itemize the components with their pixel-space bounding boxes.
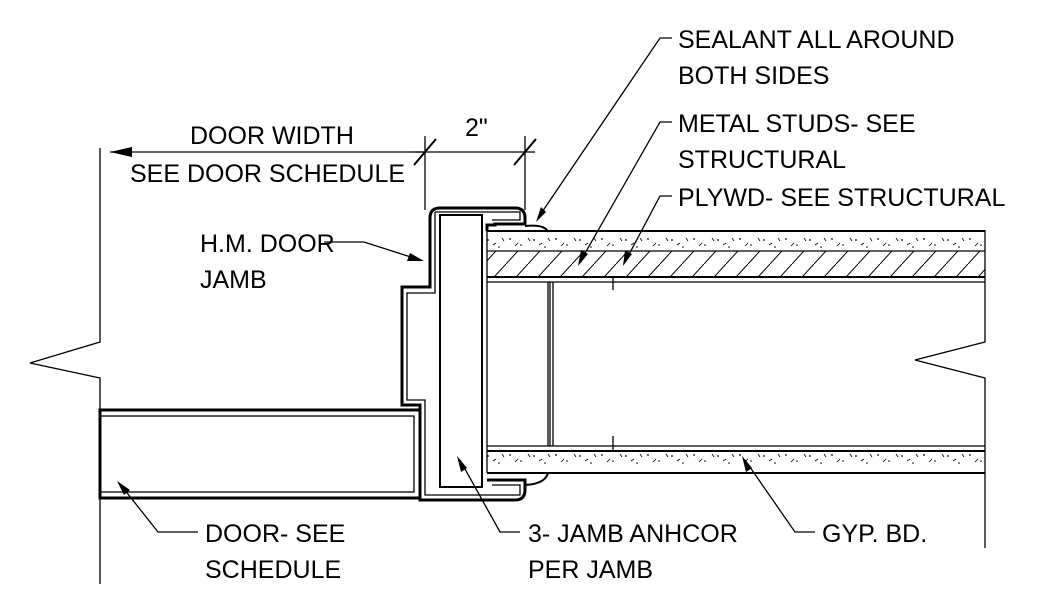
- dimension-line: [413, 136, 537, 210]
- jamb-anchor: [439, 214, 483, 488]
- studs-label-line1: METAL STUDS- SEE: [678, 110, 916, 138]
- jamb-label-line1: H.M. DOOR: [200, 230, 335, 258]
- plywood-layer: [487, 251, 985, 277]
- door-panel: [98, 408, 422, 500]
- sealant-bead-top: [524, 224, 549, 233]
- sealant-label-line1: SEALANT ALL AROUND: [678, 26, 955, 54]
- door-label-line2: SCHEDULE: [205, 556, 341, 584]
- wall-assembly: [486, 230, 985, 474]
- anchor-label-line1: 3- JAMB ANHCOR: [528, 520, 738, 548]
- studs-label-line2: STRUCTURAL: [678, 146, 846, 174]
- door-label-line1: DOOR- SEE: [205, 520, 345, 548]
- door-width-label-line2: SEE DOOR SCHEDULE: [130, 160, 405, 188]
- door-width-arrow: [110, 147, 425, 157]
- bottom-gyp-board: [487, 451, 985, 473]
- door-width-label-line1: DOOR WIDTH: [190, 122, 354, 150]
- plywood-label: PLYWD- SEE STRUCTURAL: [678, 184, 1005, 212]
- left-break-line: [29, 148, 101, 584]
- sealant-bead-bottom: [524, 472, 549, 486]
- hm-door-jamb: [400, 206, 549, 502]
- gyp-board-label: GYP. BD.: [822, 520, 927, 548]
- right-break-line: [914, 230, 986, 548]
- jamb-label-line2: JAMB: [200, 266, 267, 294]
- leaders: [117, 37, 815, 533]
- anchor-label-line2: PER JAMB: [528, 556, 653, 584]
- sealant-label-line2: BOTH SIDES: [678, 62, 829, 90]
- dimension-label: 2": [465, 114, 488, 142]
- top-gyp-board: [487, 231, 985, 251]
- metal-stud: [547, 277, 614, 451]
